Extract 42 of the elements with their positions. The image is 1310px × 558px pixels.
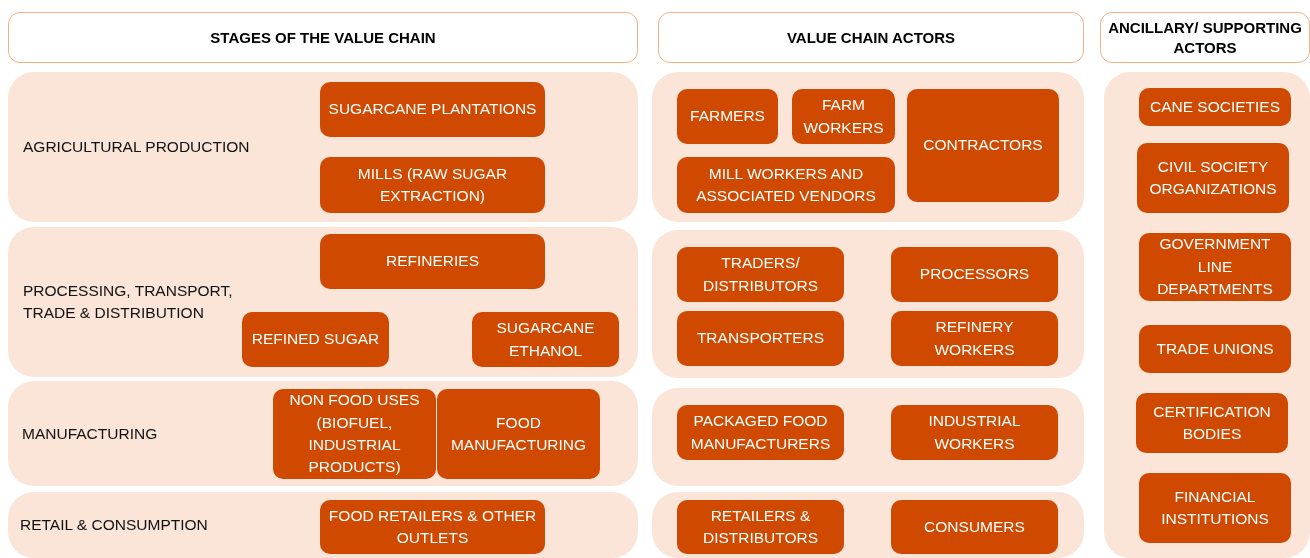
stage-band bbox=[8, 72, 638, 222]
actor-box: CANE SOCIETIES bbox=[1139, 88, 1291, 126]
actor-box: REFINERIES bbox=[320, 234, 545, 289]
stage-band bbox=[652, 492, 1084, 558]
actor-box: SUGARCANE PLANTATIONS bbox=[320, 82, 545, 137]
actor-box: TRADE UNIONS bbox=[1139, 325, 1291, 373]
actor-box: PACKAGED FOOD MANUFACTURERS bbox=[677, 405, 844, 460]
actor-box: MILL WORKERS AND ASSOCIATED VENDORS bbox=[677, 157, 895, 213]
stage-band bbox=[8, 492, 638, 558]
actor-box: FARM WORKERS bbox=[792, 89, 895, 144]
actor-box: INDUSTRIAL WORKERS bbox=[891, 405, 1058, 460]
actor-box: MILLS (RAW SUGAR EXTRACTION) bbox=[320, 157, 545, 213]
stage-band bbox=[652, 72, 1084, 222]
actor-box: CONTRACTORS bbox=[907, 89, 1059, 202]
column-header: STAGES OF THE VALUE CHAIN bbox=[8, 12, 638, 63]
actor-box: SUGARCANE ETHANOL bbox=[472, 312, 619, 367]
actor-box: GOVERNMENT LINE DEPARTMENTS bbox=[1139, 233, 1291, 301]
actor-box: CONSUMERS bbox=[891, 500, 1058, 554]
actor-box: RETAILERS & DISTRIBUTORS bbox=[677, 500, 844, 554]
actor-box: CERTIFICATION BODIES bbox=[1136, 393, 1288, 453]
actor-box: TRADERS/ DISTRIBUTORS bbox=[677, 247, 844, 302]
stage-label: RETAIL & CONSUMPTION bbox=[20, 514, 209, 535]
actor-box: PROCESSORS bbox=[891, 247, 1058, 302]
actor-box: CIVIL SOCIETY ORGANIZATIONS bbox=[1137, 143, 1289, 213]
stage-band bbox=[8, 381, 638, 486]
actor-box: FARMERS bbox=[677, 89, 778, 144]
actor-box: NON FOOD USES (BIOFUEL, INDUSTRIAL PRODUCTS) bbox=[273, 389, 436, 479]
stage-band bbox=[8, 227, 638, 377]
column-header: ANCILLARY/ SUPPORTING ACTORS bbox=[1100, 12, 1310, 63]
stage-band bbox=[652, 230, 1084, 378]
column-header: VALUE CHAIN ACTORS bbox=[658, 12, 1084, 63]
actor-box: REFINERY WORKERS bbox=[891, 311, 1058, 366]
actor-box: FOOD RETAILERS & OTHER OUTLETS bbox=[320, 500, 545, 554]
actor-box: FOOD MANUFACTURING bbox=[437, 389, 600, 479]
stage-band bbox=[1104, 72, 1310, 558]
actor-box: REFINED SUGAR bbox=[242, 312, 389, 367]
stage-label: PROCESSING, TRANSPORT, TRADE & DISTRIBUTION bbox=[23, 280, 234, 323]
stage-band bbox=[652, 388, 1084, 486]
stage-label: AGRICULTURAL PRODUCTION bbox=[23, 136, 251, 157]
actor-box: TRANSPORTERS bbox=[677, 311, 844, 366]
actor-box: FINANCIAL INSTITUTIONS bbox=[1139, 473, 1291, 543]
stage-label: MANUFACTURING bbox=[22, 423, 159, 444]
